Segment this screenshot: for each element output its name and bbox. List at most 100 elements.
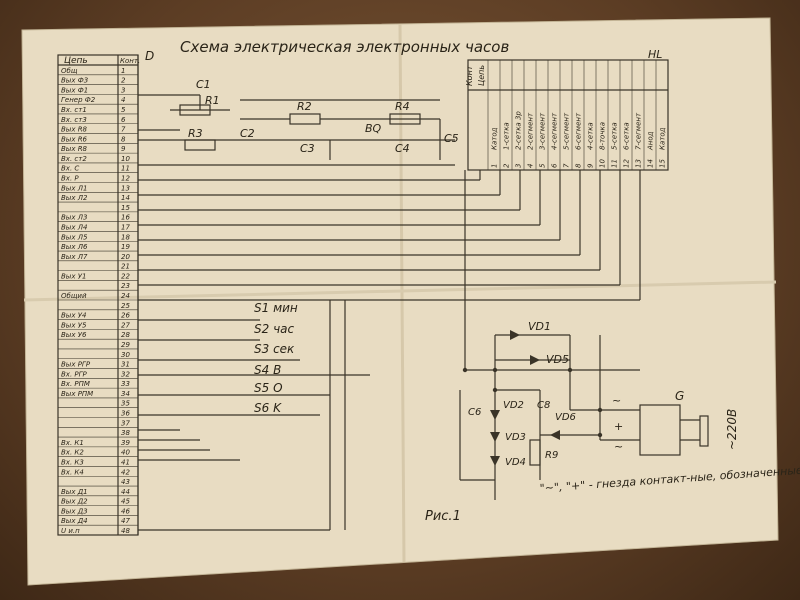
right-table-row-number: 6 [550,163,558,168]
right-table-row-number: 8 [574,163,582,168]
left-table-row-number: 25 [121,302,130,310]
left-table-row-number: 16 [121,214,130,222]
left-table-row-number: 3 [121,86,125,94]
left-table-row-number: 40 [121,449,130,457]
left-table-row-name: Вых Л6 [61,243,88,251]
left-table-row-name: Общ [61,67,78,75]
label-bq: BQ [365,122,382,135]
right-table-row-number: 12 [622,159,630,168]
right-table-row-name: Катод [490,127,498,150]
left-table-row-name: Вых Д4 [61,517,88,525]
label-r9: R9 [545,450,558,461]
rectifier-block-g [639,404,681,456]
left-table-row-name: Вых R8 [61,145,88,153]
label-c3: C3 [300,142,315,155]
right-table-row-number: 4 [526,164,534,168]
label-vd2: VD2 [503,400,524,411]
right-table-header-chain: Цепь [477,65,486,86]
left-table-row-number: 19 [121,243,130,251]
left-table-row-number: 43 [121,478,130,486]
left-table-row-number: 23 [121,282,130,290]
left-table-row-number: 12 [121,175,130,183]
label-c5: C5 [444,132,459,145]
left-table-row-name: Вых РПМ [61,390,93,398]
right-table-row-number: 11 [610,159,618,168]
diode-symbols [462,330,603,466]
label-c8: C8 [537,400,550,411]
right-table-row-name: 7-сегмент [634,112,642,150]
left-table-row-name: Вых У6 [61,331,87,339]
left-table-row-name: Вх. ст2 [61,155,87,163]
switch-s6-label: S6 K [254,401,282,415]
label-r2: R2 [297,100,312,113]
left-table-row-name: Вых Д1 [61,488,88,496]
left-table-row-number: 7 [121,126,126,134]
label-c1: C1 [196,78,211,91]
right-table-row-number: 2 [502,163,510,168]
left-table-row-name: Вх. Р [61,175,79,183]
left-table-row-name: Вых Д2 [61,498,88,506]
left-table-row-name: Вых У1 [61,272,86,280]
left-table-row-number: 4 [121,96,125,104]
right-table-row-name: 4-сегмент [550,112,558,150]
left-table-row-name: Вых Л3 [61,214,87,222]
right-table-header-contact: Конт [465,65,474,86]
left-table-row-name: Вых Ф1 [61,86,88,94]
left-table-row-name: Вх. К1 [61,439,84,447]
left-table-row-number: 20 [121,253,130,261]
left-table-row-number: 33 [121,380,130,388]
left-table-row-number: 36 [121,410,130,418]
switch-s1-label: S1 мин [254,301,298,315]
left-table-row-name: U и.п [61,527,80,535]
left-table-row-name: Вых R6 [61,135,88,143]
right-table-row-number: 7 [562,163,570,168]
right-table-row-name: 1-сетка [502,122,510,150]
left-table-row-number: 17 [121,223,130,231]
label-c6: C6 [468,407,481,418]
right-table-frame [467,59,669,171]
figure-label: Рис.1 [425,509,461,524]
designator-hl: HL [648,48,662,61]
right-table-row-number: 14 [646,159,654,168]
diode-vd1 [510,330,520,340]
left-table-row-name: Вх. С [61,165,79,173]
left-table-row-name: Вых У4 [61,312,86,320]
label-c4: C4 [395,142,410,155]
right-table-row-name: 6-сетка [622,122,630,150]
left-table-row-number: 9 [121,145,126,153]
left-table-row-number: 8 [121,135,126,143]
diode-vd5 [530,355,540,365]
left-table-row-number: 27 [121,321,130,329]
left-table-row-number: 13 [121,184,130,192]
left-table-row-name: Вых Л1 [61,184,87,192]
right-table-row-number: 9 [586,163,594,168]
diode-vd4 [490,456,500,466]
label-vd1: VD1 [528,320,551,333]
left-table-row-number: 5 [121,106,126,114]
left-table-row-name: Вых Л7 [61,253,88,261]
switch-s2-label: S2 час [254,322,295,336]
left-table-row-number: 41 [121,458,130,466]
power-ac2-label: ~ [614,440,623,453]
schematic-lines [57,54,709,536]
left-table-row-number: 45 [121,498,130,506]
right-table-row-name: 2-сетка 3р [514,111,522,150]
designator-d: D [145,49,154,63]
left-table-row-name: Вх. К2 [61,449,84,457]
label-c2: C2 [240,127,255,140]
right-table-row-number: 3 [514,164,522,168]
right-table-row-name: 4-сетка [586,122,594,150]
right-table-row-name: 8-точка [598,122,606,150]
left-table-header-contact: Конт. [120,57,140,65]
left-table-row-number: 29 [121,341,130,349]
label-r1: R1 [205,94,220,107]
switch-s5-label: S5 O [254,381,283,395]
power-ac1-label: ~ [612,394,621,407]
right-table-row-number: 1 [490,164,498,168]
left-table-row-name: Вых Л2 [61,194,88,202]
diode-vd6 [550,430,560,440]
left-table-header-chain: Цепь [64,56,88,66]
